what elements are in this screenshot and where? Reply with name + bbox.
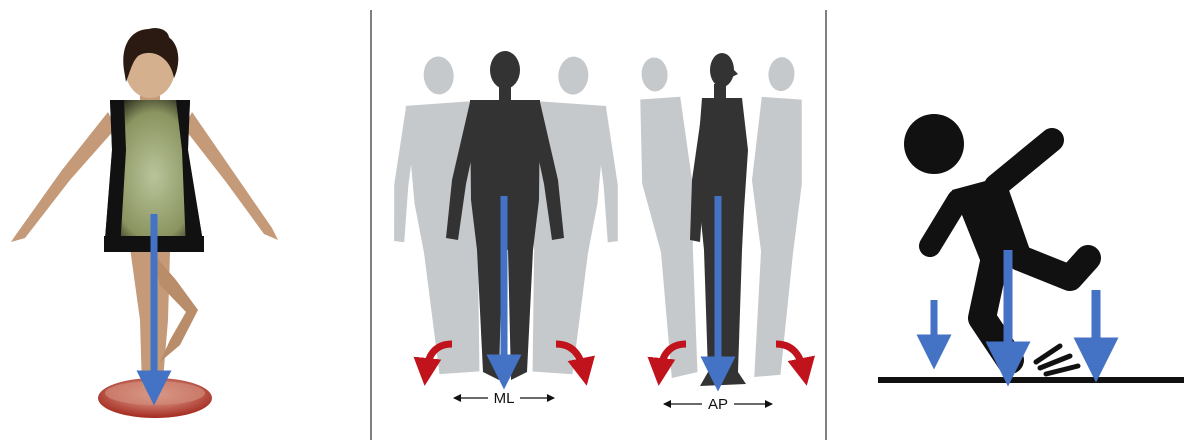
ap-axis-indicator: AP (664, 396, 772, 413)
woman-balancing-icon (11, 28, 278, 418)
ml-axis-indicator: ML (454, 390, 554, 407)
ml-label: ML (494, 390, 515, 407)
slip-lines (1036, 346, 1078, 374)
postural-sway-panel: ML (381, 51, 810, 413)
fall-panel (878, 114, 1184, 380)
balance-board-panel (11, 28, 278, 418)
side-view-figure-icon (633, 53, 810, 386)
ap-label: AP (708, 396, 728, 413)
